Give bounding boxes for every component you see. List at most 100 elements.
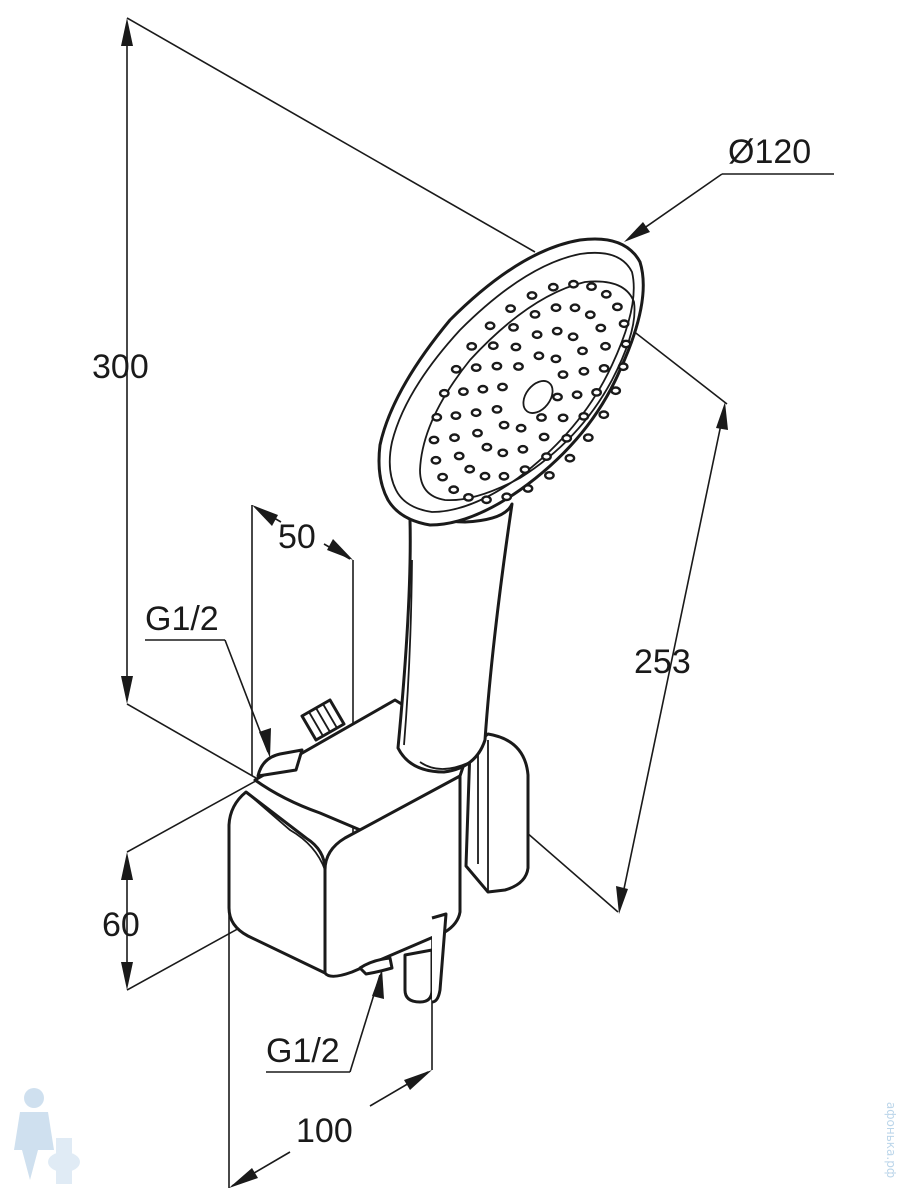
top-inlet-stub bbox=[256, 748, 304, 778]
spray-nozzle bbox=[586, 282, 597, 291]
dim-60-label: 60 bbox=[102, 906, 140, 944]
dim-253-label: 253 bbox=[634, 643, 691, 681]
spray-nozzle bbox=[450, 411, 462, 420]
spray-nozzle bbox=[481, 495, 492, 505]
spray-nozzle bbox=[501, 492, 513, 502]
spray-nozzle bbox=[557, 370, 569, 379]
spray-nozzle bbox=[498, 471, 510, 481]
spray-nozzles bbox=[428, 279, 632, 505]
spray-nozzle bbox=[450, 364, 462, 374]
spray-nozzle bbox=[526, 291, 538, 300]
plumber-logo bbox=[14, 1088, 80, 1184]
spray-nozzle bbox=[457, 387, 469, 396]
spray-nozzle bbox=[561, 433, 573, 443]
threaded-pin bbox=[300, 698, 346, 742]
shower-head-rim bbox=[388, 251, 635, 513]
spray-nozzle bbox=[578, 366, 590, 376]
dim-50-label: 50 bbox=[278, 518, 316, 556]
spray-nozzle bbox=[578, 411, 590, 421]
spray-nozzle bbox=[497, 448, 509, 458]
dim-300-label: 300 bbox=[92, 348, 149, 386]
hand-shower bbox=[377, 237, 645, 774]
spray-nozzle bbox=[550, 354, 562, 364]
spray-nozzle bbox=[591, 387, 602, 397]
spray-nozzle bbox=[598, 410, 610, 420]
spray-nozzle bbox=[481, 442, 493, 452]
spray-nozzle bbox=[600, 289, 612, 299]
spray-center-hub bbox=[522, 380, 554, 414]
spray-nozzle bbox=[541, 452, 552, 461]
holder-right-face bbox=[323, 774, 462, 978]
spray-nozzle bbox=[533, 351, 545, 361]
spray-nozzle bbox=[538, 432, 550, 442]
spray-nozzle bbox=[430, 455, 442, 465]
dim-diameter-leader bbox=[624, 173, 834, 242]
spray-nozzle bbox=[582, 433, 594, 442]
spray-nozzle bbox=[571, 390, 583, 400]
spray-nozzle bbox=[600, 341, 611, 351]
spray-nozzle bbox=[448, 485, 460, 495]
spray-nozzle bbox=[568, 279, 579, 289]
spray-nozzle bbox=[477, 384, 489, 394]
spray-nozzle bbox=[464, 464, 476, 474]
spray-nozzle bbox=[552, 392, 563, 402]
spray-nozzle bbox=[470, 408, 482, 418]
dim-g12-bottom-leader bbox=[266, 969, 384, 1073]
spray-nozzle bbox=[536, 413, 547, 422]
spray-nozzle bbox=[466, 341, 478, 351]
dim-g12-top-label: G1/2 bbox=[145, 600, 219, 638]
spray-nozzle bbox=[428, 435, 440, 445]
outlet-pipe bbox=[403, 912, 448, 1004]
spray-nozzle bbox=[610, 386, 622, 396]
spray-nozzle bbox=[479, 471, 491, 481]
spray-nozzle bbox=[550, 303, 562, 313]
dim-100-label: 100 bbox=[296, 1112, 353, 1150]
spray-nozzle bbox=[529, 309, 541, 319]
bottom-thread bbox=[358, 956, 394, 976]
spray-nozzle bbox=[487, 341, 499, 351]
spray-nozzle bbox=[484, 321, 496, 331]
dim-g12-top-leader bbox=[145, 639, 271, 758]
spray-nozzle bbox=[584, 310, 596, 320]
spray-nozzle bbox=[491, 361, 503, 371]
spray-nozzle bbox=[577, 346, 588, 356]
spray-nozzle bbox=[522, 484, 534, 493]
spray-nozzle bbox=[557, 413, 569, 423]
dim-g12-bottom-label: G1/2 bbox=[266, 1032, 340, 1070]
spray-nozzle bbox=[515, 423, 527, 433]
spray-nozzle bbox=[551, 326, 563, 336]
dim-300-lines bbox=[121, 17, 536, 787]
spray-nozzle bbox=[617, 362, 629, 372]
spray-nozzle bbox=[463, 492, 474, 502]
spray-nozzle bbox=[449, 433, 460, 443]
spray-nozzle bbox=[517, 444, 529, 454]
spray-nozzle bbox=[531, 330, 543, 340]
spray-nozzle bbox=[437, 472, 448, 482]
spray-nozzle bbox=[618, 319, 630, 329]
spray-nozzle bbox=[595, 323, 607, 333]
spray-nozzle bbox=[513, 362, 524, 371]
spray-nozzle bbox=[612, 302, 623, 312]
spray-nozzle bbox=[498, 420, 510, 430]
spray-nozzle bbox=[547, 282, 559, 292]
spray-nozzle bbox=[505, 304, 516, 313]
dim-diameter-label: Ø120 bbox=[728, 133, 811, 171]
spray-nozzle bbox=[497, 382, 508, 392]
spray-nozzle bbox=[519, 465, 531, 474]
spray-nozzle bbox=[564, 453, 576, 463]
spray-nozzle bbox=[567, 332, 579, 342]
spray-nozzle bbox=[508, 322, 519, 332]
spray-nozzle bbox=[491, 404, 503, 414]
spray-nozzle bbox=[470, 363, 482, 372]
spray-nozzle bbox=[510, 342, 522, 352]
dim-253-lines bbox=[471, 329, 728, 914]
dimension-lines bbox=[121, 17, 834, 1188]
spray-nozzle bbox=[472, 428, 483, 438]
spray-nozzle bbox=[569, 303, 581, 313]
spray-nozzle bbox=[453, 451, 465, 461]
spray-nozzle bbox=[544, 470, 555, 480]
spray-nozzle bbox=[438, 388, 450, 398]
bracket-plate bbox=[464, 732, 530, 894]
shower-handle bbox=[396, 498, 514, 774]
